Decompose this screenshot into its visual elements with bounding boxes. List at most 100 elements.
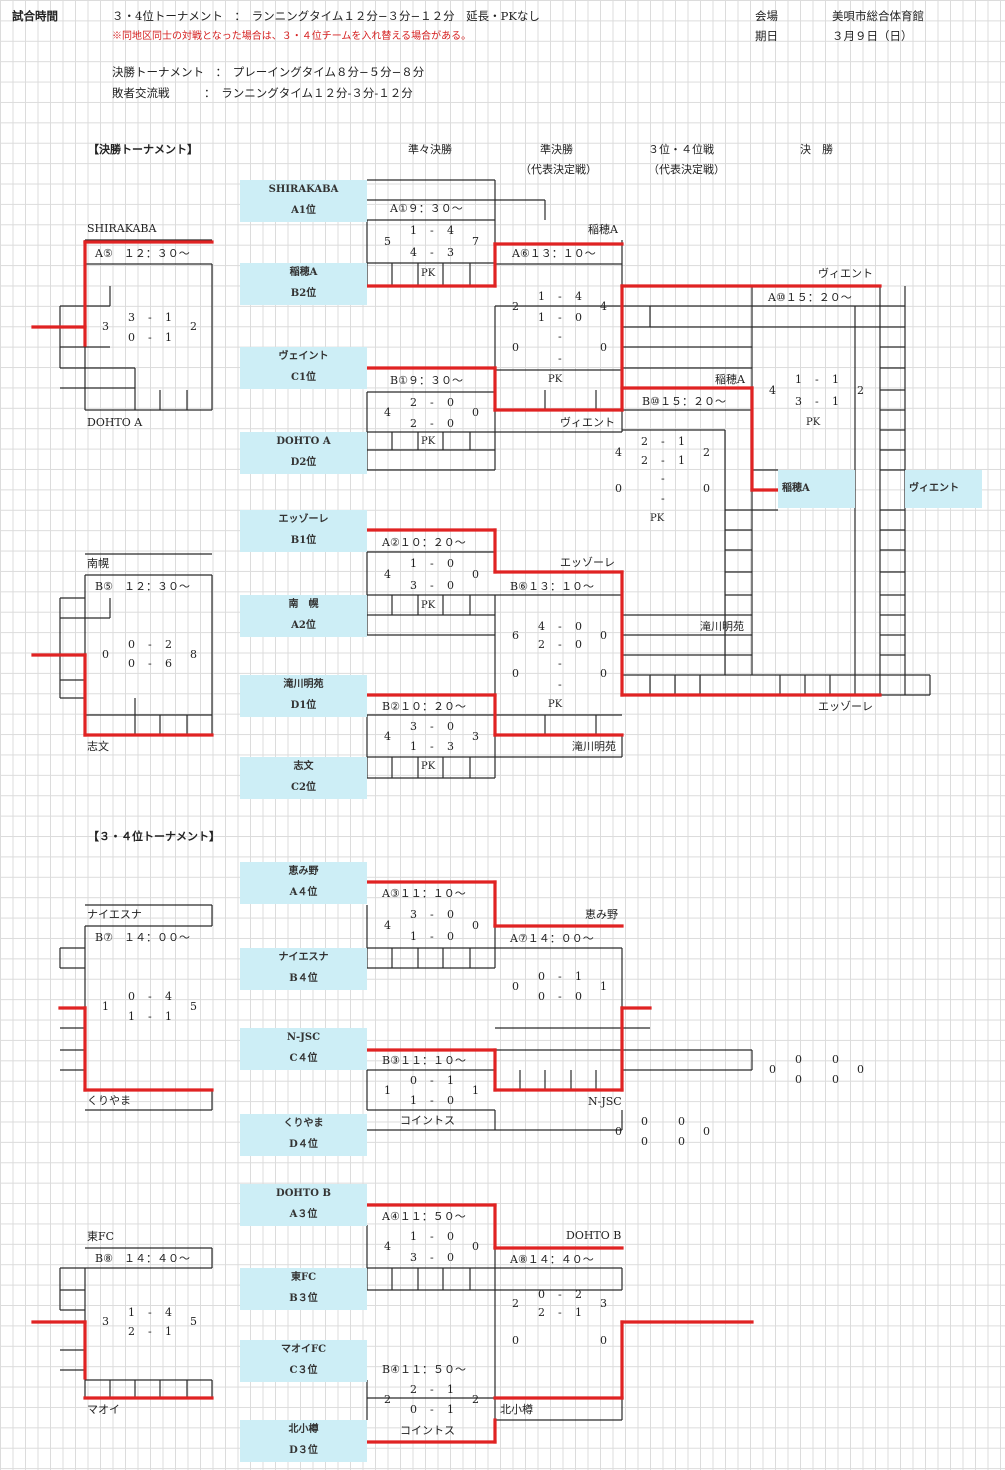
score-digit: 0 <box>447 1230 454 1243</box>
name-inaho-sf: 稲穂A <box>588 223 618 236</box>
score-digit: 1 <box>410 557 417 570</box>
score-digit: 3 <box>600 1297 607 1310</box>
date-label: 期日 <box>755 29 778 43</box>
seed-team: 南 幌 <box>240 595 367 615</box>
score-digit: - <box>148 331 152 344</box>
score-digit: 2 <box>512 1297 519 1310</box>
score-digit: - <box>430 246 434 259</box>
score-digit: 1 <box>410 930 417 943</box>
name-njsc: N-JSC <box>588 1095 622 1108</box>
score-digit: - <box>430 224 434 237</box>
score-digit: 4 <box>384 1240 391 1253</box>
score-digit: 0 <box>512 1334 519 1347</box>
date: ３月９日（日） <box>832 29 913 43</box>
score-digit: 0 <box>575 620 582 633</box>
score-digit: - <box>430 557 434 570</box>
score-digit: 4 <box>165 1306 172 1319</box>
score-digit: 1 <box>165 1325 172 1338</box>
pk-label: PK <box>650 513 665 524</box>
score-digit: 4 <box>165 990 172 1003</box>
score-digit: - <box>430 1094 434 1107</box>
score-digit: 4 <box>538 620 545 633</box>
score-digit: - <box>148 1325 152 1338</box>
round-third: ３位・４位戦 <box>648 143 714 156</box>
score-digit: 1 <box>678 435 685 448</box>
score-digit: 0 <box>795 1073 802 1086</box>
game-b6: B⑥１３：１０〜 <box>510 580 594 593</box>
score-digit: 0 <box>769 1063 776 1076</box>
score-digit: 4 <box>615 446 622 459</box>
score-digit: 0 <box>538 990 545 1003</box>
third-tournament-title: 【３・４位トーナメント】 <box>88 830 220 843</box>
score-digit: 0 <box>410 1074 417 1087</box>
score-digit: 4 <box>384 406 391 419</box>
score-digit: 2 <box>703 446 710 459</box>
score-digit: 4 <box>447 224 454 237</box>
seed-team: 東FC <box>240 1268 367 1288</box>
pk-label: PK <box>421 268 436 279</box>
score-digit: - <box>558 1288 562 1301</box>
name-ezzore-third: エッゾーレ <box>818 700 873 713</box>
score-digit: 3 <box>410 908 417 921</box>
name-naiesuna: ナイエスナ <box>87 908 142 921</box>
score-digit: 2 <box>641 435 648 448</box>
score-digit: 4 <box>384 730 391 743</box>
score-digit: 0 <box>615 1125 622 1138</box>
score-digit: - <box>558 311 562 324</box>
score-digit: 0 <box>447 908 454 921</box>
score-digit: 0 <box>615 482 622 495</box>
score-digit: 1 <box>384 1084 391 1097</box>
score-digit: 1 <box>165 331 172 344</box>
score-digit: - <box>430 930 434 943</box>
seed-position: A３位 <box>240 1204 367 1226</box>
score-digit: 0 <box>447 417 454 430</box>
score-digit: 3 <box>472 730 479 743</box>
score-digit: - <box>148 990 152 1003</box>
score-digit: 3 <box>447 740 454 753</box>
score-digit: 2 <box>538 638 545 651</box>
seed-team: DOHTO B <box>240 1184 367 1204</box>
score-digit: 1 <box>472 1084 479 1097</box>
score-digit: 1 <box>447 1383 454 1396</box>
score-digit: - <box>558 330 562 343</box>
seed-team: 稲穂A <box>240 263 367 283</box>
name-shirakaba: SHIRAKABA <box>87 222 157 235</box>
score-digit: - <box>430 579 434 592</box>
score-digit: 0 <box>703 482 710 495</box>
score-digit: 0 <box>600 667 607 680</box>
score-digit: - <box>148 1010 152 1023</box>
game-a6: A⑥１３：１０〜 <box>512 247 596 260</box>
round-third-sub: （代表決定戦） <box>648 163 725 176</box>
score-digit: 0 <box>128 331 135 344</box>
round-sf: 準決勝 <box>540 143 573 156</box>
game-a8: A⑧１４：４０〜 <box>510 1253 594 1266</box>
score-digit: - <box>661 492 665 505</box>
game-a7: A⑦１４：００〜 <box>510 932 594 945</box>
game-b5: B⑤ １２：３０〜 <box>95 580 190 593</box>
pk-label: PK <box>548 374 563 385</box>
game-a4: A④１１：５０〜 <box>382 1210 466 1223</box>
header-line1: ３・4位トーナメント ： ランニングタイム１２分−３分−１２分 延長・PKなし <box>112 9 540 23</box>
score-digit: 0 <box>538 1288 545 1301</box>
pk-label: PK <box>548 699 563 710</box>
score-digit: 1 <box>102 1000 109 1013</box>
score-digit: 1 <box>832 395 839 408</box>
score-digit: 6 <box>165 657 172 670</box>
result-inaho-box: 稲穂A <box>778 470 855 508</box>
seed-team: N-JSC <box>240 1028 367 1048</box>
name-vient-final: ヴィエント <box>818 267 873 280</box>
score-digit: - <box>430 396 434 409</box>
venue: 美唄市総合体育館 <box>832 9 924 23</box>
score-digit: 1 <box>832 373 839 386</box>
score-digit: 0 <box>600 341 607 354</box>
round-sf-sub: （代表決定戦） <box>520 163 597 176</box>
score-digit: 1 <box>165 1010 172 1023</box>
score-digit: 0 <box>795 1053 802 1066</box>
result-vient-box: ヴィエント <box>905 470 982 508</box>
seed-position: C３位 <box>240 1360 367 1382</box>
score-digit: - <box>558 638 562 651</box>
score-digit: 2 <box>512 300 519 313</box>
game-a10: A⑩１５：２０〜 <box>768 291 852 304</box>
name-takikawa-third: 滝川明苑 <box>700 620 744 633</box>
score-digit: 0 <box>538 970 545 983</box>
